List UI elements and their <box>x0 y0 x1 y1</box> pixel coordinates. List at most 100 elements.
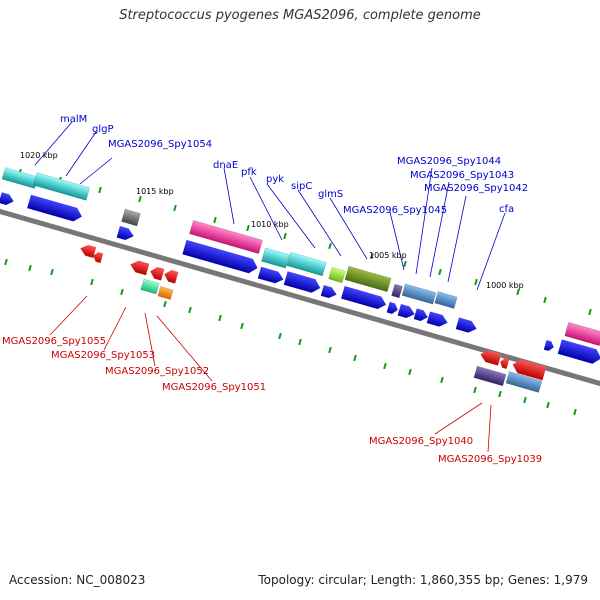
gene-label-forward: sipC <box>291 181 312 192</box>
cds-forward-arrow <box>27 194 82 222</box>
gene-label-reverse: MGAS2096_Spy1051 <box>162 382 266 393</box>
scale-tick <box>120 288 124 296</box>
cds-forward-arrow <box>557 339 600 364</box>
leader-line <box>249 176 283 241</box>
scale-tick <box>473 386 477 394</box>
feature-box <box>32 172 91 201</box>
leader-line <box>144 312 156 367</box>
gene-label-forward: MGAS2096_Spy1044 <box>397 156 501 167</box>
leader-line <box>34 121 73 166</box>
cds-forward-arrow <box>182 239 258 274</box>
scale-tick <box>523 396 527 404</box>
feature-box <box>505 371 543 393</box>
feature-box <box>286 251 327 277</box>
gene-label-forward: MGAS2096_Spy1042 <box>424 183 528 194</box>
scale-tick <box>353 354 357 362</box>
gene-label-forward: pfk <box>241 167 257 178</box>
cds-forward-arrow <box>543 339 554 351</box>
cds-forward-arrow <box>413 308 428 321</box>
leader-line <box>329 197 368 260</box>
scale-tick <box>370 252 374 260</box>
feature-box <box>401 283 437 305</box>
feature-box <box>261 247 290 269</box>
leader-line <box>266 183 316 249</box>
scale-tick <box>4 258 8 266</box>
cds-forward-arrow <box>0 192 14 205</box>
genome-backbone <box>0 197 600 396</box>
leader-line <box>65 131 97 177</box>
scale-tick <box>50 268 54 276</box>
cds-reverse-arrow <box>164 270 179 284</box>
scale-tick <box>403 260 407 268</box>
leader-line <box>79 157 113 185</box>
kbp-tick-label: 1015 kbp <box>136 187 174 196</box>
feature-box <box>121 208 141 227</box>
scale-tick <box>328 242 332 250</box>
scale-tick <box>173 204 177 212</box>
leader-line <box>429 181 450 278</box>
feature-box <box>140 278 160 295</box>
scale-tick <box>138 195 142 203</box>
cds-forward-arrow <box>283 271 321 293</box>
scale-tick <box>298 338 302 346</box>
scale-tick <box>383 362 387 370</box>
scale-tick <box>98 186 102 194</box>
scale-tick <box>588 308 592 316</box>
gene-label-reverse: MGAS2096_Spy1040 <box>369 436 473 447</box>
gene-label-forward: MGAS2096_Spy1045 <box>343 205 447 216</box>
scale-tick <box>440 376 444 384</box>
cds-reverse-arrow <box>150 267 165 281</box>
feature-box <box>344 265 392 293</box>
scale-tick <box>246 224 250 232</box>
feature-box <box>391 283 403 299</box>
gene-label-reverse: MGAS2096_Spy1053 <box>51 350 155 361</box>
scale-tick <box>28 264 32 272</box>
cds-forward-arrow <box>257 266 284 284</box>
scale-tick <box>283 232 287 240</box>
feature-box <box>434 291 458 309</box>
scale-tick <box>188 306 192 314</box>
gene-label-forward: pyk <box>266 174 284 185</box>
gene-label-reverse: MGAS2096_Spy1039 <box>438 454 542 465</box>
kbp-tick-label: 1010 kbp <box>251 220 289 229</box>
leader-line <box>389 211 405 271</box>
scale-tick <box>213 216 217 224</box>
gene-label-forward: malM <box>60 114 87 125</box>
cds-reverse-arrow <box>93 252 104 264</box>
scale-tick <box>474 278 478 286</box>
scale-tick <box>573 408 577 416</box>
gene-label-forward: cfa <box>499 204 514 215</box>
leader-line <box>415 167 433 275</box>
leader-line <box>447 195 467 283</box>
cds-forward-arrow <box>386 301 398 314</box>
cds-reverse-arrow <box>512 359 547 381</box>
feature-box <box>189 220 263 254</box>
leader-line <box>103 306 127 351</box>
scale-tick <box>163 300 167 308</box>
accession-text: Accession: NC_008023 <box>9 573 146 587</box>
scale-tick <box>218 314 222 322</box>
kbp-tick-label: 1020 kbp <box>20 151 58 160</box>
leader-line <box>487 404 492 453</box>
cds-reverse-arrow <box>480 350 502 366</box>
kbp-tick-label: 1000 kbp <box>486 281 524 290</box>
leader-line <box>297 189 342 257</box>
scale-tick <box>543 296 547 304</box>
scale-tick <box>516 288 520 296</box>
leader-line <box>49 295 88 336</box>
gene-label-reverse: MGAS2096_Spy1055 <box>2 336 106 347</box>
leader-line <box>476 212 506 291</box>
cds-forward-arrow <box>426 311 448 327</box>
gene-label-forward: MGAS2096_Spy1043 <box>410 170 514 181</box>
cds-reverse-arrow <box>80 245 97 258</box>
cds-forward-arrow <box>116 226 134 241</box>
cds-forward-arrow <box>397 304 415 319</box>
scale-tick <box>408 368 412 376</box>
scale-tick <box>90 278 94 286</box>
scale-tick <box>278 332 282 340</box>
scale-tick <box>498 390 502 398</box>
cds-reverse-arrow <box>500 358 510 369</box>
scale-tick <box>328 346 332 354</box>
leader-line <box>156 315 213 382</box>
page-title: Streptococcus pyogenes MGAS2096, complet… <box>119 8 481 23</box>
